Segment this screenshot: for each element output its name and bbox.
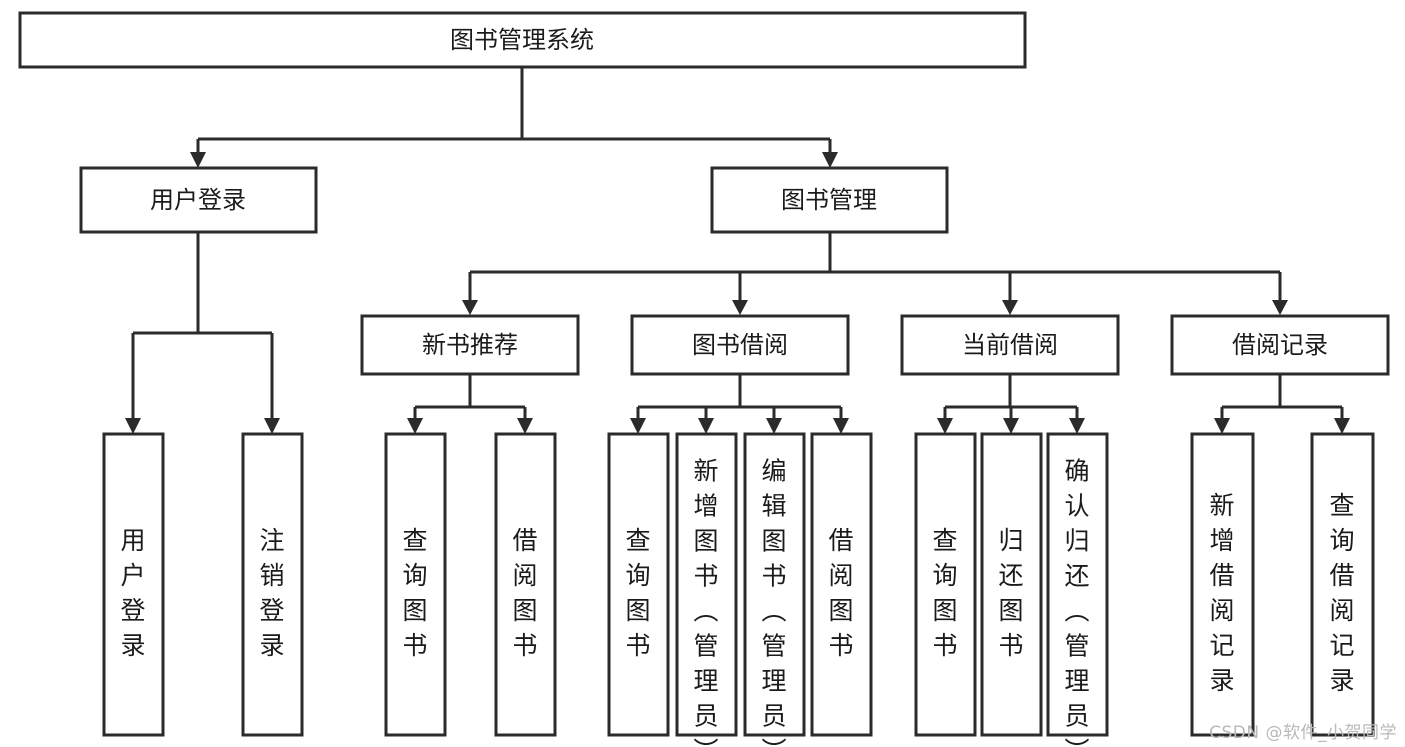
arrowhead-leaf-logout [264,418,280,434]
leaf-cb-query-book-label: 查询图书 [932,526,957,660]
leaf-cb-query-book[interactable]: 查询图书 [914,432,977,737]
arrowhead-leaf-cb-3 [1069,418,1085,434]
leaf-cb-confirm-return-label: 确认归还︵管理员︶ [1064,457,1089,747]
leaf-br-query-record[interactable]: 查询借阅记录 [1310,432,1375,737]
leaf-br-add-record[interactable]: 新增借阅记录 [1190,432,1255,737]
leaf-bb-add-book[interactable]: 新增图书︵管理员︶ [675,432,738,747]
arrowhead-borrow-record [1272,300,1288,315]
leaf-bb-edit-book-box[interactable] [743,432,806,737]
node-root-system[interactable]: 图书管理系统 [18,11,1027,69]
arrowhead-leaf-bb-1 [630,418,646,434]
edges-book-borrow-to-leaves [630,375,849,434]
leaf-cb-confirm-return-box[interactable] [1046,432,1109,737]
leaf-cb-query-book-box[interactable] [914,432,977,737]
node-book-borrow[interactable]: 图书借阅 [630,314,850,376]
leaf-bb-add-book-box[interactable] [675,432,738,737]
node-new-book-recommend-box[interactable] [360,314,580,376]
leaf-cb-confirm-return[interactable]: 确认归还︵管理员︶ [1046,432,1109,747]
node-new-book-recommend[interactable]: 新书推荐 [360,314,580,376]
arrowhead-leaf-bb-4 [833,418,849,434]
node-borrow-record-label: 借阅记录 [1232,331,1328,359]
csdn-watermark: CSDN @软件_小贺同学 [1209,723,1397,743]
edges-root-to-level2 [190,67,838,168]
leaf-user-login-label: 用户登录 [120,526,145,660]
node-current-borrow-box[interactable] [900,314,1120,376]
arrowhead-book-manage [822,152,838,168]
leaf-bb-query-book-label: 查询图书 [625,526,650,660]
node-book-borrow-label: 图书借阅 [692,331,788,359]
node-book-management[interactable]: 图书管理 [710,166,949,234]
node-borrow-record[interactable]: 借阅记录 [1170,314,1390,376]
arrowhead-leaf-br-1 [1214,418,1230,434]
node-book-management-label: 图书管理 [781,186,877,214]
leaf-nb-borrow-book[interactable]: 借阅图书 [494,432,557,737]
leaf-user-login[interactable]: 用户登录 [102,432,165,737]
leaf-br-add-record-label: 新增借阅记录 [1209,491,1234,695]
node-book-borrow-box[interactable] [630,314,850,376]
arrowhead-leaf-bb-3 [766,418,782,434]
node-current-borrow-label: 当前借阅 [962,331,1058,359]
arrowhead-leaf-cb-1 [937,418,953,434]
leaf-nb-query-book-label: 查询图书 [402,526,427,660]
leaf-bb-edit-book-label: 编辑图书︵管理员︶ [761,457,786,747]
leaf-bb-borrow-book-box[interactable] [810,432,873,737]
leaf-br-query-record-box[interactable] [1310,432,1375,737]
edges-current-borrow-to-leaves [937,375,1085,434]
arrowhead-new-book [462,300,478,315]
leaf-br-add-record-box[interactable] [1190,432,1255,737]
arrowhead-user-login [190,152,206,168]
arrowhead-leaf-br-2 [1334,418,1350,434]
leaf-bb-query-book-box[interactable] [607,432,670,737]
leaf-nb-borrow-book-box[interactable] [494,432,557,737]
leaf-logout-label: 注销登录 [259,526,284,660]
leaf-bb-add-book-label: 新增图书︵管理员︶ [693,457,718,747]
leaf-nb-borrow-book-label: 借阅图书 [512,526,537,660]
leaf-bb-borrow-book[interactable]: 借阅图书 [810,432,873,737]
arrowhead-leaf-user-login [125,418,141,434]
leaf-nb-query-book[interactable]: 查询图书 [384,432,447,737]
edges-book-manage-to-level3 [462,232,1288,315]
arrowhead-book-borrow [732,300,748,315]
node-user-login[interactable]: 用户登录 [79,166,318,234]
leaf-bb-borrow-book-label: 借阅图书 [828,526,853,660]
leaf-logout-box[interactable] [241,432,304,737]
leaf-nb-query-book-box[interactable] [384,432,447,737]
leaf-bb-query-book[interactable]: 查询图书 [607,432,670,737]
arrowhead-current-borrow [1002,300,1018,315]
leaf-cb-return-book-box[interactable] [980,432,1043,737]
edges-new-book-to-leaves [407,375,533,434]
node-user-login-label: 用户登录 [150,186,246,214]
leaf-cb-return-book[interactable]: 归还图书 [980,432,1043,737]
arrowhead-leaf-nb-1 [407,418,423,434]
node-new-book-recommend-label: 新书推荐 [422,331,518,359]
arrowhead-leaf-bb-2 [698,418,714,434]
leaf-user-login-box[interactable] [102,432,165,737]
node-root-system-label: 图书管理系统 [450,26,594,54]
arrowhead-leaf-nb-2 [517,418,533,434]
leaf-bb-edit-book[interactable]: 编辑图书︵管理员︶ [743,432,806,747]
node-borrow-record-box[interactable] [1170,314,1390,376]
arrowhead-leaf-cb-2 [1003,418,1019,434]
edges-user-login-to-leaves [125,232,280,434]
leaf-br-query-record-label: 查询借阅记录 [1329,491,1354,695]
node-user-login-box[interactable] [79,166,318,234]
node-current-borrow[interactable]: 当前借阅 [900,314,1120,376]
leaf-logout[interactable]: 注销登录 [241,432,304,737]
leaf-cb-return-book-label: 归还图书 [998,526,1023,660]
node-root-system-box[interactable] [18,11,1027,69]
edges-borrow-record-to-leaves [1214,375,1350,434]
node-book-management-box[interactable] [710,166,949,234]
